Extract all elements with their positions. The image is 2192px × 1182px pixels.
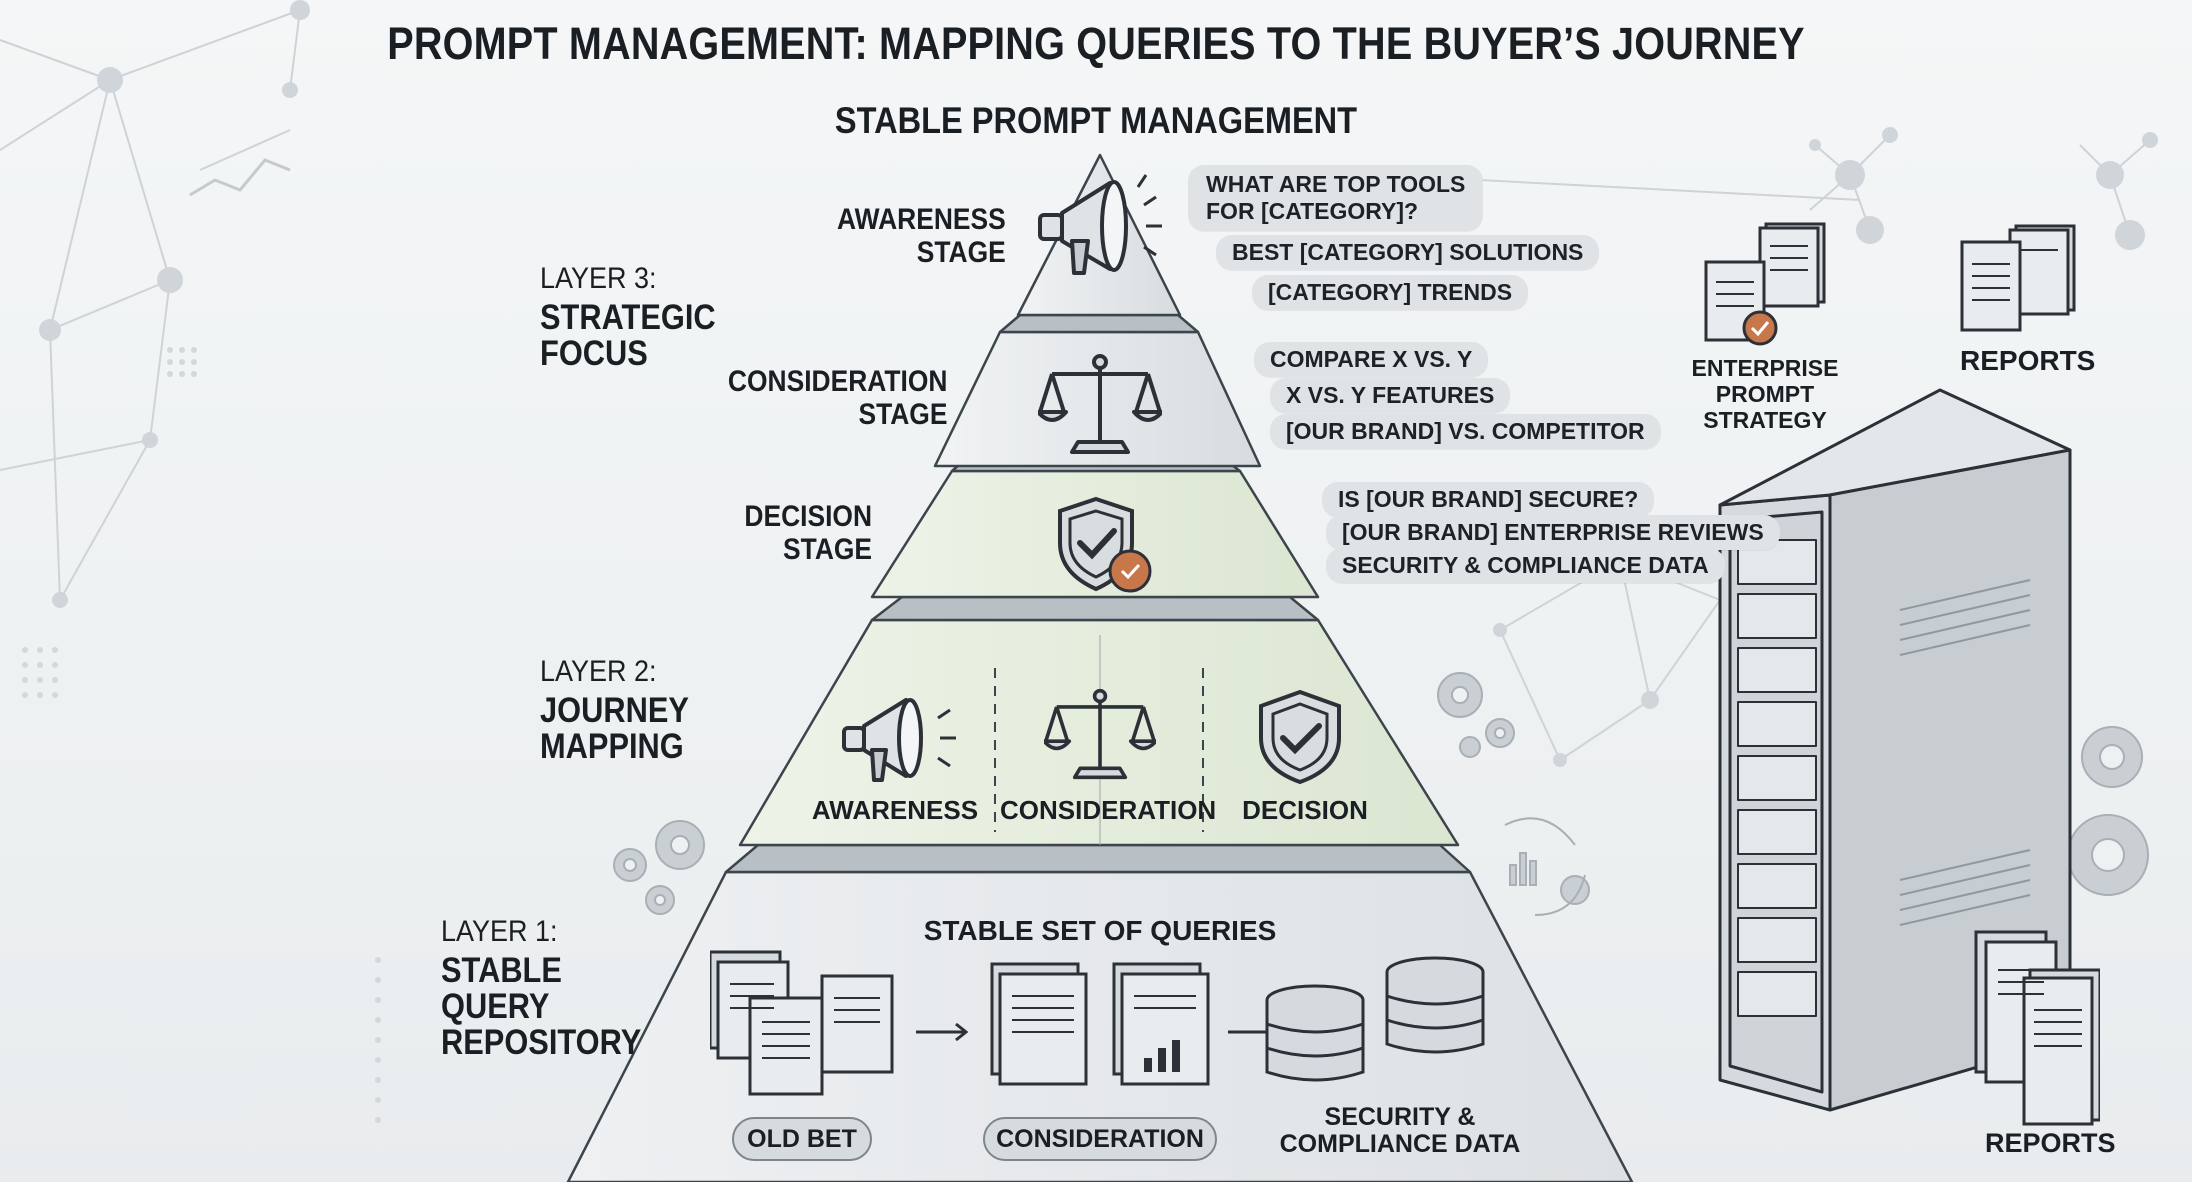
consideration-stage-label: CONSIDERATION STAGE — [727, 365, 947, 431]
gear-icon — [613, 820, 705, 915]
server-rack-icon — [1718, 388, 2100, 1126]
repository-icons — [710, 950, 1485, 1096]
consideration-query-bubble: COMPARE X VS. Y — [1254, 342, 1489, 377]
document-stack-icon — [1704, 222, 1826, 342]
megaphone-icon — [1038, 174, 1162, 275]
decision-stage-label: DECISION STAGE — [744, 500, 872, 566]
database-icon — [1265, 956, 1485, 1082]
reports-top-label: REPORTS — [1960, 345, 2096, 376]
layer2-number: LAYER 2: — [540, 655, 657, 688]
journey-decision-label: DECISION — [1242, 795, 1368, 825]
journey-awareness-label: AWARENESS — [811, 795, 979, 825]
awareness-query-bubble: BEST [CATEGORY] SOLUTIONS — [1216, 235, 1600, 270]
page-title: PROMPT MANAGEMENT: MAPPING QUERIES TO TH… — [387, 18, 1805, 69]
layer2-label: LAYER 2: JOURNEY MAPPING — [540, 655, 709, 765]
awareness-query-bubble: WHAT ARE TOP TOOLS FOR [CATEGORY]? — [1188, 165, 1484, 231]
document-icons-top — [1704, 222, 2076, 346]
layer1-label: LAYER 1: STABLE QUERY REPOSITORY — [441, 915, 669, 1061]
decision-query-bubble: IS [OUR BRAND] SECURE? — [1322, 482, 1655, 517]
awareness-query-bubble: [CATEGORY] TRENDS — [1252, 275, 1529, 310]
gear-icon — [1437, 672, 1515, 758]
security-compliance-label: SECURITY & COMPLIANCE DATA — [1279, 1103, 1521, 1158]
layer1-name-line2: QUERY — [441, 987, 550, 1026]
layer1-name-line3: REPOSITORY — [441, 1023, 642, 1062]
document-stack-icon — [1974, 930, 2100, 1126]
shield-check-icon — [1058, 496, 1152, 593]
scales-icon — [1038, 354, 1162, 454]
arrow-icon — [916, 1022, 969, 1042]
layer3-name-line2: FOCUS — [540, 334, 648, 373]
chart-cycle-icon — [1504, 817, 1590, 916]
layer3-number: LAYER 3: — [540, 262, 657, 295]
consideration-query-bubble: X VS. Y FEATURES — [1270, 378, 1511, 413]
journey-megaphone-icon — [842, 698, 956, 782]
pyramid-subtitle: STABLE PROMPT MANAGEMENT — [834, 100, 1358, 141]
old-bet-pill: OLD BET — [732, 1117, 872, 1161]
enterprise-prompt-strategy-label: ENTERPRISE PROMPT STRATEGY — [1691, 355, 1839, 433]
journey-consideration-label: CONSIDERATION — [1000, 795, 1217, 825]
decision-query-bubble: [OUR BRAND] ENTERPRISE REVIEWS — [1326, 515, 1780, 550]
document-stack-icon — [1960, 224, 2076, 332]
layer1-name-line1: STABLE — [441, 951, 562, 990]
layer2-name-line2: MAPPING — [540, 727, 684, 766]
awareness-stage-label: AWARENESS STAGE — [837, 203, 1006, 269]
consideration-query-bubble: [OUR BRAND] VS. COMPETITOR — [1270, 414, 1661, 449]
layer3-name-line1: STRATEGIC — [540, 298, 716, 337]
layer1-number: LAYER 1: — [441, 915, 558, 948]
layer2-name-line1: JOURNEY — [540, 691, 689, 730]
journey-scales-icon — [1044, 688, 1156, 780]
reports-bottom-label: REPORTS — [1985, 1128, 2116, 1158]
decision-query-bubble: SECURITY & COMPLIANCE DATA — [1326, 548, 1725, 583]
consideration-pill: CONSIDERATION — [983, 1117, 1217, 1161]
layer3-label: LAYER 3: STRATEGIC FOCUS — [540, 262, 740, 372]
repository-heading: STABLE SET OF QUERIES — [923, 915, 1277, 946]
journey-shield-check-icon — [1259, 689, 1341, 784]
